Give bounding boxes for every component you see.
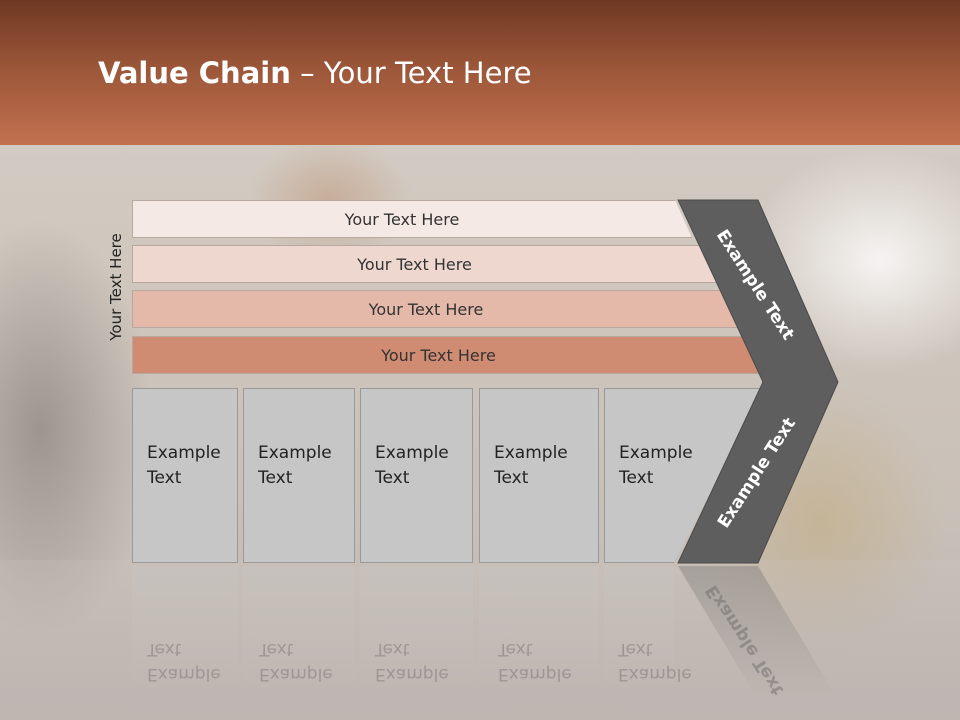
chevron-shape: [677, 199, 839, 564]
bar-4-label: Your Text Here: [381, 345, 496, 365]
title-bold: Value Chain: [98, 56, 291, 90]
bar-1-label: Your Text Here: [344, 209, 460, 229]
box-3-reflection: [360, 566, 473, 686]
bar-3[interactable]: Your Text Here: [132, 290, 740, 328]
box-2-line2: Text: [258, 468, 293, 488]
box-2[interactable]: Example Text: [243, 388, 355, 563]
bar-2[interactable]: Your Text Here: [132, 245, 717, 283]
box-1-line2: Text: [147, 468, 182, 488]
box-4[interactable]: Example Text: [479, 388, 599, 563]
box-4-reflection: [479, 566, 599, 686]
box-4-line2: Text: [494, 468, 529, 488]
box-1-reflection: [132, 566, 238, 686]
bar-2-label: Your Text Here: [357, 254, 472, 274]
header-band: Value Chain – Your Text Here: [0, 0, 960, 145]
box-1[interactable]: Example Text: [132, 388, 238, 563]
box-3-line2: Text: [375, 468, 410, 488]
box-3[interactable]: Example Text: [360, 388, 473, 563]
box-4-line1: Example: [494, 443, 568, 463]
box-5-reflection: [604, 566, 674, 686]
box-1-line1: Example: [147, 443, 221, 463]
bar-4[interactable]: Your Text Here: [132, 336, 765, 374]
bar-1[interactable]: Your Text Here: [132, 200, 692, 238]
slide-title[interactable]: Value Chain – Your Text Here: [98, 56, 532, 90]
box-5-line1: Example: [619, 443, 693, 463]
chevron-reflection: [678, 566, 838, 700]
box-5-line2: Text: [619, 468, 654, 488]
box-2-line1: Example: [258, 443, 332, 463]
title-rest: – Your Text Here: [290, 56, 532, 90]
box-2-reflection: [243, 566, 355, 686]
bar-3-label: Your Text Here: [368, 299, 484, 319]
box-3-line1: Example: [375, 443, 449, 463]
